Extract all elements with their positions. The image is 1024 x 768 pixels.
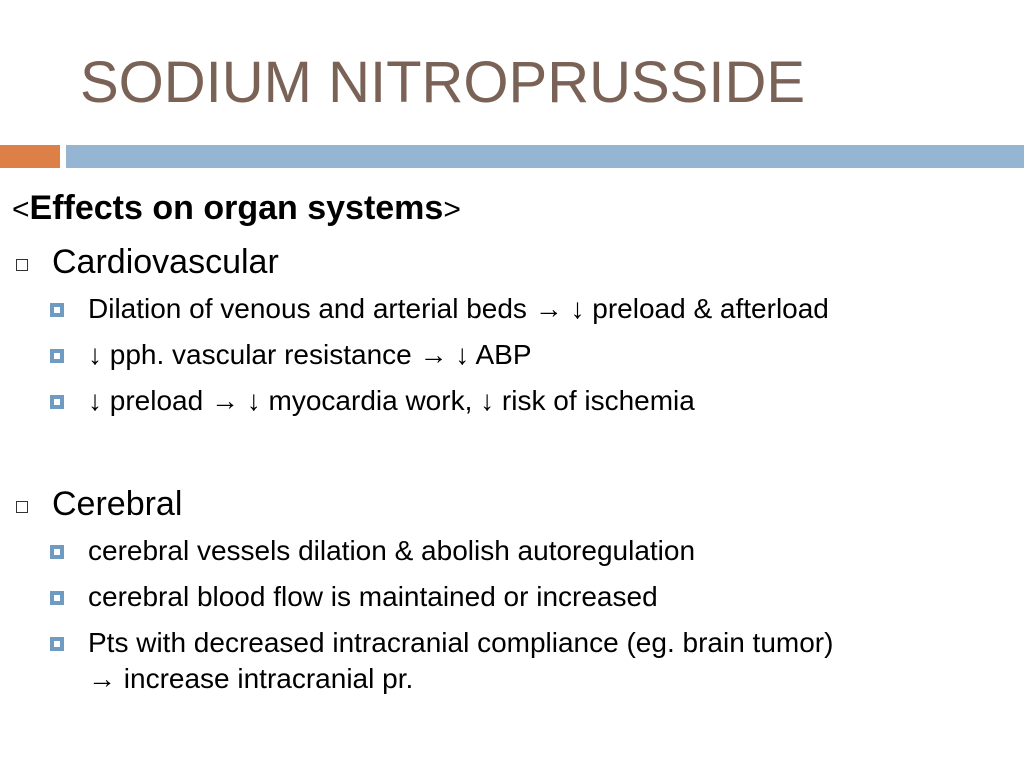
sub-bullet-text: cerebral blood flow is maintained or inc… [88,581,658,612]
square-bullet-icon [50,591,64,605]
heading-open-bracket: < [12,193,30,226]
section-heading: <Effects on organ systems> [12,188,461,230]
square-bullet-icon [50,637,64,651]
sub-bullet-text: cerebral vessels dilation & abolish auto… [88,535,696,566]
sub-bullet-text: Dilation of venous and arterial beds → ↓… [88,293,829,324]
square-bullet-icon [50,303,64,317]
sub-bullet-text: Pts with decreased intracranial complian… [88,627,834,658]
square-bullet-icon [50,545,64,559]
hollow-square-bullet-icon [16,259,28,271]
heading-text: Effects on organ systems [29,189,444,227]
hollow-square-bullet-icon [16,501,28,513]
square-bullet-icon [50,349,64,363]
sub-bullet-text-continued: → increase intracranial pr. [88,663,414,694]
square-bullet-icon [50,395,64,409]
slide-title: SODIUM NITROPRUSSIDE [80,50,806,115]
heading-close-bracket: > [443,193,461,226]
sub-bullet-text: ↓ pph. vascular resistance → ↓ ABP [88,339,532,370]
accent-bar-orange [0,145,60,168]
sub-bullet-text: ↓ preload → ↓ myocardia work, ↓ risk of … [88,385,695,416]
accent-bar-blue [66,145,1024,168]
bullet-label: Cerebral [52,485,183,523]
bullet-label: Cardiovascular [52,243,279,281]
